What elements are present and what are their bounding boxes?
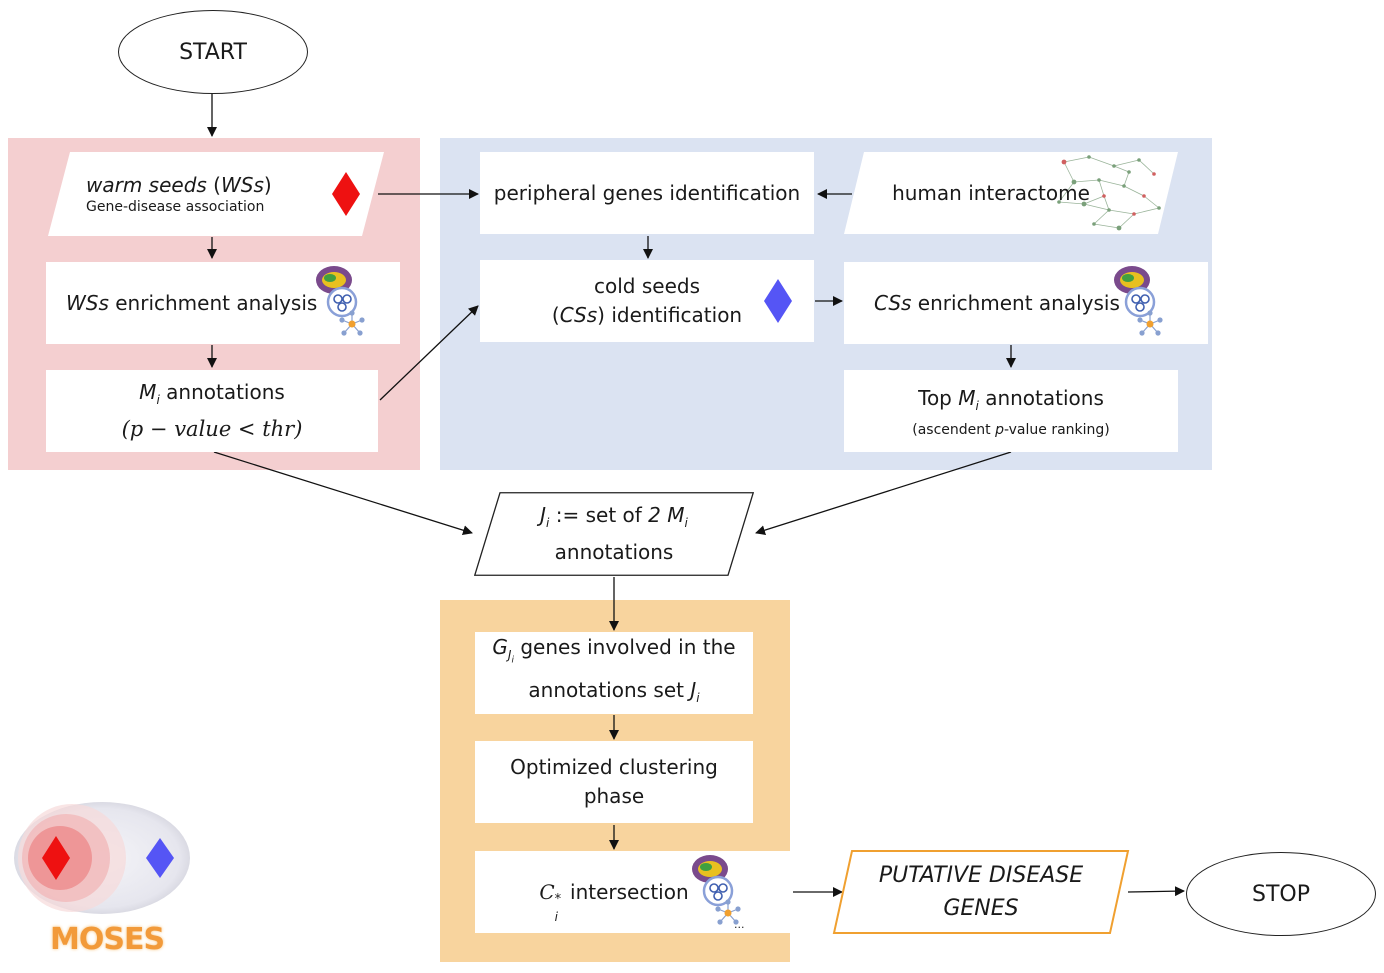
putative-line2: GENES	[943, 896, 1019, 921]
gji-genes-node: GJi genes involved in the annotations se…	[475, 632, 753, 714]
cold-seeds-node: cold seeds (CSs) identification	[480, 260, 814, 342]
top-mi-m: M	[958, 385, 976, 410]
peripheral-genes-label: peripheral genes identification	[493, 180, 801, 205]
warm-seeds-shape	[48, 152, 384, 236]
human-interactome-shape	[844, 152, 1178, 234]
enrichment-logo-icon	[692, 855, 741, 925]
mi-annotations-sub: i	[156, 393, 160, 407]
start-label: START	[179, 39, 247, 65]
stop-label: STOP	[1252, 881, 1310, 907]
ji-two-m: 2 M	[648, 503, 685, 527]
ji-sub2: i	[684, 516, 688, 530]
top-mi-note-rest: -value ranking)	[1003, 421, 1110, 438]
top-mi-top: Top	[918, 385, 959, 410]
putative-genes-node: PUTATIVE DISEASE GENES	[832, 850, 1130, 934]
start-terminal: START	[118, 10, 308, 94]
ws-enrichment-abbr: WSs	[66, 290, 109, 315]
ji-sub: i	[546, 516, 550, 530]
cold-seeds-abbr: CSs	[559, 303, 598, 327]
ci-intersection-node: C* i intersection	[475, 851, 793, 933]
top-mi-annotations-node: Top Mi annotations (ascendent p-value ra…	[844, 370, 1178, 452]
arrow-mi-to-ji	[213, 451, 473, 536]
peripheral-genes-node: peripheral genes identification	[480, 152, 814, 234]
human-interactome-node: human interactome	[844, 152, 1178, 234]
gji-line2: annotations set	[528, 677, 691, 702]
putative-line1: PUTATIVE DISEASE	[878, 863, 1084, 888]
optimized-clustering-node: Optimized clustering phase	[475, 741, 753, 823]
putative-genes-shape	[832, 850, 1130, 934]
diamond-blue-icon	[764, 279, 792, 323]
top-mi-label: annotations	[978, 385, 1104, 410]
ji-set-node: Ji := set of 2 Mi annotations	[474, 492, 754, 576]
ci-label: intersection	[563, 879, 689, 904]
ji-set-shape	[474, 492, 754, 576]
cs-enrichment-abbr: CSs	[874, 290, 912, 315]
human-interactome-label: human interactome	[892, 180, 1090, 205]
warm-seeds-title: warm seeds	[86, 173, 207, 197]
moses-label: MOSES	[50, 922, 165, 957]
moses-logo-icon	[14, 802, 190, 914]
mi-annotations-label: annotations	[159, 380, 285, 404]
network-graph-icon	[1057, 155, 1161, 231]
gji-sub2: i	[696, 690, 700, 705]
cold-seeds-paren-open: (	[551, 303, 560, 327]
ci-more-dots: ...	[734, 918, 745, 931]
enrichment-logo-icon	[316, 266, 365, 336]
mi-annotations-m: M	[139, 380, 157, 404]
gji-sub: J	[507, 648, 512, 663]
optimized-line1: Optimized clustering	[510, 755, 718, 779]
arrow-top-to-ji	[755, 451, 1012, 536]
top-mi-sub: i	[975, 398, 979, 413]
ji-j: J	[540, 503, 547, 527]
mi-annotations-node: Mi annotations (p − value < thr)	[46, 370, 378, 452]
cs-enrichment-label: enrichment analysis	[911, 290, 1120, 315]
warm-seeds-subtitle: Gene-disease association	[86, 199, 265, 215]
gji-g: G	[492, 635, 508, 660]
diamond-red-icon	[332, 172, 360, 216]
gji-j: J	[690, 677, 697, 702]
arrow-mi-to-cold	[379, 305, 479, 401]
ci-sup: *	[554, 891, 562, 907]
optimized-line2: phase	[583, 784, 645, 808]
cold-seeds-line1: cold seeds	[594, 274, 700, 298]
warm-seeds-paren-close: )	[263, 173, 272, 197]
warm-seeds-paren-open: (	[206, 173, 221, 197]
stop-terminal: STOP	[1186, 852, 1376, 936]
top-mi-note-p: p	[995, 421, 1004, 438]
warm-seeds-abbr: WSs	[221, 173, 264, 197]
ji-line2: annotations	[554, 540, 674, 564]
ws-enrichment-label: enrichment analysis	[108, 290, 318, 315]
enrichment-logo-icon	[1114, 266, 1163, 336]
ci-sub: i	[554, 909, 558, 924]
gji-label: genes involved in the	[513, 635, 736, 660]
cold-seeds-line2: ) identification	[597, 303, 743, 327]
arrow-putative-to-stop	[1127, 886, 1185, 897]
ji-mid: := set of	[549, 503, 649, 527]
mi-annotations-formula: (p − value < thr)	[121, 417, 303, 441]
cs-enrichment-node: CSs enrichment analysis	[844, 262, 1208, 344]
ci-c: C	[539, 879, 555, 904]
top-mi-note-open: (ascendent	[912, 421, 996, 438]
warm-seeds-node: warm seeds (WSs) Gene-disease associatio…	[48, 152, 384, 236]
gji-subsub: i	[511, 655, 514, 666]
